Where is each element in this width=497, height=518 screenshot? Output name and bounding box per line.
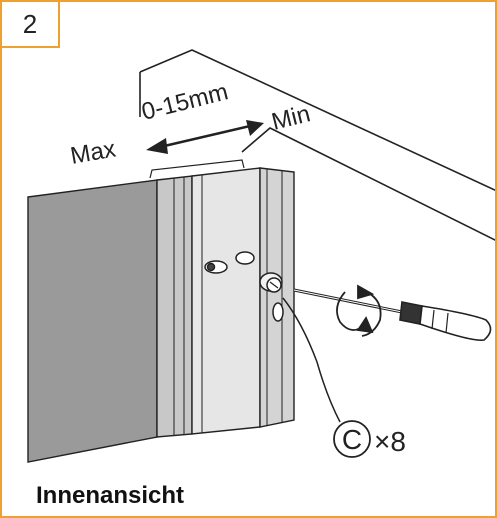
rotation-arrow-icon [336, 284, 382, 337]
range-label: 0-15mm [139, 78, 231, 125]
view-caption: Innenansicht [36, 482, 185, 509]
screwdriver-icon [293, 288, 492, 341]
callout-leader [282, 297, 341, 423]
step-number: 2 [2, 2, 60, 48]
mounting-slots [204, 251, 284, 322]
max-label: Max [68, 135, 117, 169]
min-label: Min [269, 100, 313, 136]
wall-profile [27, 159, 295, 463]
dimension-arrow [146, 120, 264, 154]
part-quantity: ×8 [374, 426, 406, 457]
part-callout: C ×8 [333, 420, 406, 458]
part-letter: C [342, 424, 362, 455]
wall-outline [139, 49, 495, 241]
